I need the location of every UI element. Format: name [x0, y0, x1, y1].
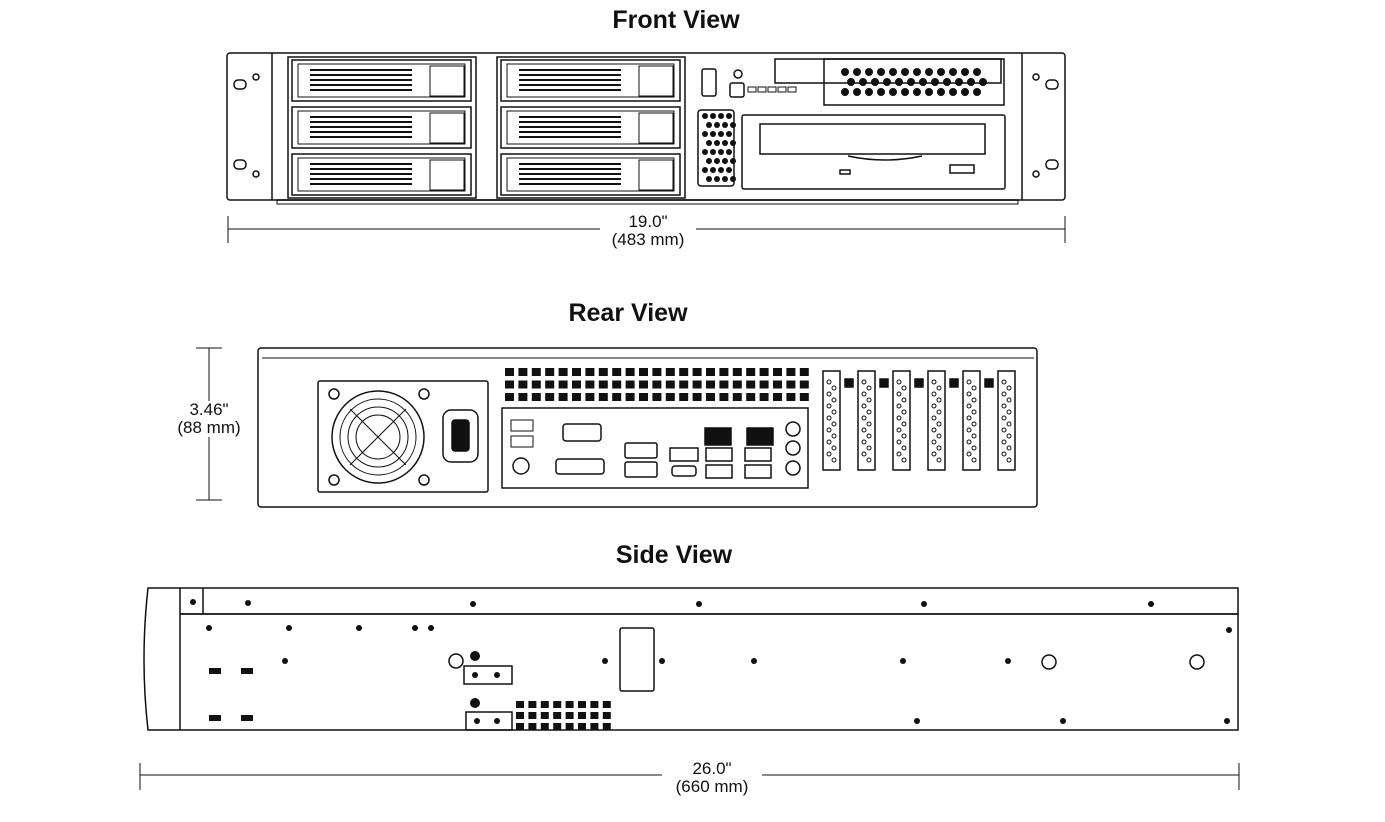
- side-view-title: Side View: [615, 541, 733, 569]
- side-view-drawing: [143, 587, 1239, 731]
- rear-view-title: Rear View: [568, 299, 688, 327]
- drive-bay: [500, 153, 681, 196]
- rear-height-label: 3.46" (88 mm): [166, 401, 252, 437]
- side-depth-mm: (660 mm): [675, 777, 749, 796]
- rear-height-inches: 3.46": [189, 400, 229, 419]
- pci-slot: [857, 370, 889, 471]
- drive-bay: [291, 106, 472, 149]
- rear-view-drawing: [257, 347, 1038, 508]
- front-view-title: Front View: [612, 6, 740, 34]
- pci-slot: [822, 370, 854, 471]
- drive-bay: [500, 59, 681, 102]
- drive-bay: [291, 59, 472, 102]
- rear-height-mm: (88 mm): [177, 418, 241, 437]
- pci-slot: [892, 370, 924, 471]
- side-depth-label: 26.0" (660 mm): [662, 760, 762, 796]
- drive-bay: [291, 153, 472, 196]
- pci-slot: [962, 370, 994, 471]
- front-width-inches: 19.0": [628, 212, 668, 231]
- front-width-label: 19.0" (483 mm): [600, 213, 696, 249]
- front-width-mm: (483 mm): [611, 230, 685, 249]
- front-view-drawing: [226, 52, 1066, 205]
- pci-slot: [997, 370, 1016, 471]
- side-depth-inches: 26.0": [692, 759, 732, 778]
- drive-bay: [500, 106, 681, 149]
- pci-slot: [927, 370, 959, 471]
